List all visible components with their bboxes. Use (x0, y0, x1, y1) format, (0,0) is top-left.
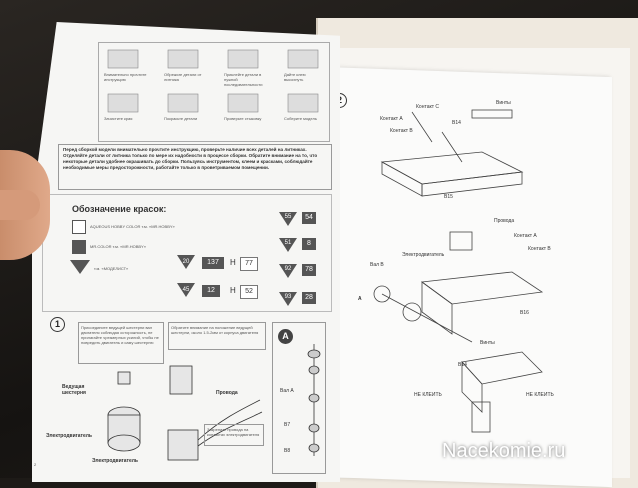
aqueous-swatch (72, 220, 86, 234)
code-8: 8 (302, 238, 316, 250)
label-contact-a: Контакт A (380, 116, 403, 122)
right-triangles-icons (279, 212, 297, 306)
warning-box: Перед сборкой модели внимательно прочтит… (58, 144, 332, 190)
step1-note-left: Присоедините ведущей шестерни вал двигат… (78, 322, 164, 364)
solder-note-box: Закрепите провода на контактах электродв… (204, 424, 264, 446)
letter-h-1: H (230, 258, 236, 267)
label-drive-gear: Ведущая шестерня (62, 384, 86, 396)
hand-finger (0, 190, 40, 220)
code-137: 137 (202, 257, 224, 269)
step-1-number: 1 (50, 317, 65, 332)
code-92: 92 (284, 266, 292, 272)
label-b15: B15 (444, 194, 453, 200)
tip-8: Соберите модель (284, 116, 317, 121)
label-contact-a-3: Контакт A (514, 233, 537, 239)
code-45: 45 (182, 287, 190, 293)
code-77: 77 (240, 257, 258, 271)
label-screws-3b: Винты (480, 340, 495, 346)
label-b14-3b: B14 (458, 362, 467, 368)
label-motor-1: Электродвигатель (46, 433, 92, 439)
label-no-glue-left: НЕ КЛЕИТЬ (414, 392, 442, 398)
code-20: 20 (182, 259, 190, 265)
label-contact-b: Контакт B (390, 128, 413, 134)
code-78: 78 (302, 264, 316, 276)
panel-a-shaft-drawing (307, 344, 321, 456)
paint-legend-panel (42, 194, 332, 312)
panel-a-shaft: Вал A (280, 388, 294, 394)
code-54: 54 (302, 212, 316, 224)
step1-drawings (107, 365, 263, 461)
tip-2: Обрежьте детали от литника (164, 72, 202, 82)
label-contact-c: Контакт С (416, 104, 440, 110)
tips-panel (98, 42, 330, 142)
tip-5: Зачистите края (104, 116, 133, 121)
legend-aqueous: AQUEOUS HOBBY COLOR т.м. «MR.HOBBY» (90, 224, 175, 229)
paint-title: Обозначение красок: (72, 204, 167, 214)
modelist-triangle-icon (70, 260, 90, 274)
code-55: 55 (284, 214, 292, 220)
label-shaft-b: Вал B (370, 262, 384, 268)
code-12: 12 (202, 285, 220, 297)
page-number: 2 (34, 462, 37, 467)
label-b14: B14 (452, 120, 461, 126)
step1-note-right-text: Обратите внимание на положение ведущей ш… (171, 325, 259, 335)
right-page-drawings (373, 109, 544, 433)
letter-h-2: H (230, 286, 236, 295)
tip-1: Внимательно прочтите инструкцию (104, 72, 147, 82)
label-contact-b-3: Контакт B (528, 246, 551, 252)
legend-mr-color: MR.COLOR т.м. «MR.HOBBY» (90, 244, 146, 249)
triangle-20-icon (177, 255, 195, 269)
solder-note-text: Закрепите провода на контактах электродв… (207, 427, 260, 437)
label-wires-1: Провода (216, 390, 238, 396)
code-28: 28 (302, 292, 316, 304)
panel-a-badge: A (278, 329, 293, 344)
site-watermark: Nacekomie.ru (442, 440, 566, 462)
label-b16: B16 (520, 310, 529, 316)
tip-6: Покрасьте детали (164, 116, 198, 121)
step1-note-right: Обратите внимание на положение ведущей ш… (168, 322, 266, 350)
step1-note-left-text: Присоедините ведущей шестерни вал двигат… (81, 325, 159, 345)
code-51: 51 (284, 240, 292, 246)
warning-text: Перед сборкой модели внимательно прочтит… (63, 147, 318, 170)
tip-3: Приклейте детали в нужной последовательн… (224, 72, 263, 87)
mr-color-swatch (72, 240, 86, 254)
legend-modelist: т.м. «МОДЕЛИСТ» (94, 266, 129, 271)
panel-a-b8: B8 (284, 448, 291, 454)
code-93: 93 (284, 294, 292, 300)
tip-7: Проверьте стыковку (224, 116, 262, 121)
label-a-callout: A (358, 296, 362, 302)
label-motor-2: Электродвигатель (92, 458, 138, 464)
label-motor-3: Электродвигатель (402, 252, 445, 258)
label-no-glue-right: НЕ КЛЕИТЬ (526, 392, 554, 398)
label-wires: Провода (494, 218, 515, 224)
panel-a-b7: B7 (284, 422, 291, 428)
panel-a (272, 322, 326, 474)
tips-illustrations (107, 49, 319, 113)
label-screws: Винты (496, 100, 511, 106)
code-52: 52 (240, 285, 258, 299)
tip-4: Дайте клею высохнуть (284, 72, 306, 82)
triangle-45-icon (177, 283, 195, 297)
